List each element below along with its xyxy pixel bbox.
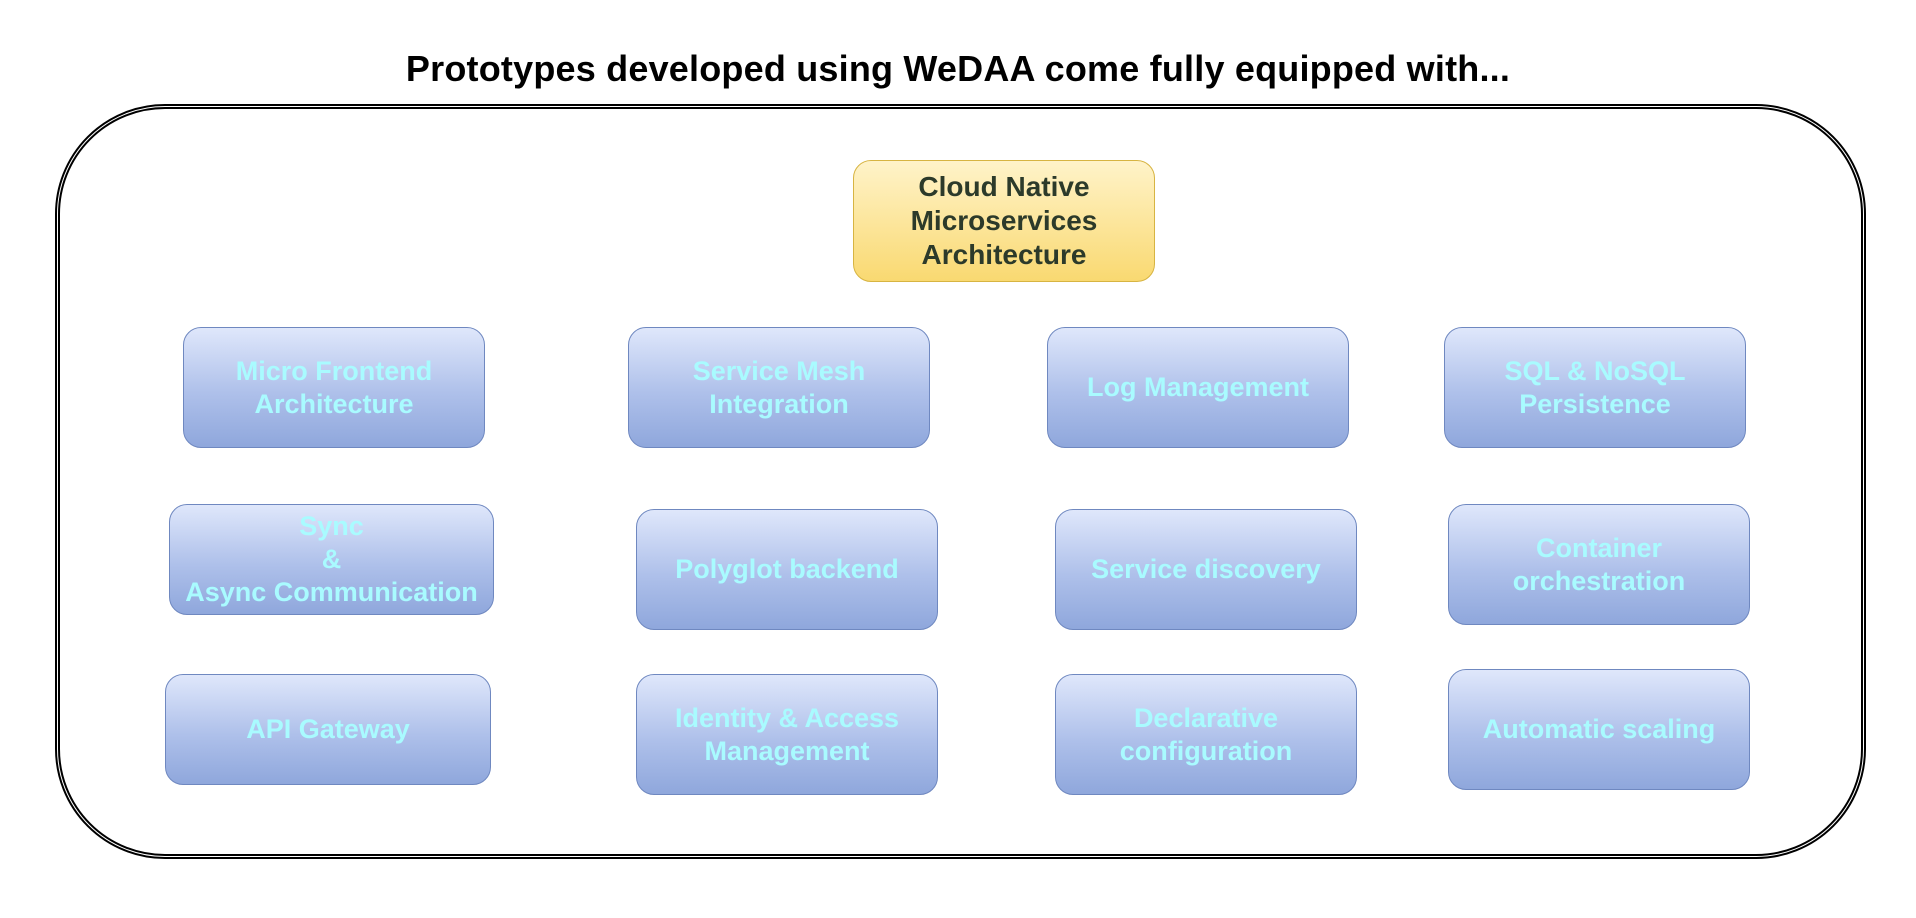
feature-container-orchestration: Container orchestration (1448, 504, 1750, 625)
feature-declarative-configuration: Declarative configuration (1055, 674, 1357, 795)
feature-service-discovery: Service discovery (1055, 509, 1357, 630)
feature-sql-nosql: SQL & NoSQL Persistence (1444, 327, 1746, 448)
diagram-title: Prototypes developed using WeDAA come fu… (405, 48, 1511, 89)
feature-log-management: Log Management (1047, 327, 1349, 448)
outer-frame (55, 104, 1866, 859)
feature-micro-frontend: Micro Frontend Architecture (183, 327, 485, 448)
feature-automatic-scaling: Automatic scaling (1448, 669, 1750, 790)
feature-polyglot-backend: Polyglot backend (636, 509, 938, 630)
core-architecture-box: Cloud Native Microservices Architecture (853, 160, 1155, 282)
feature-service-mesh: Service Mesh Integration (628, 327, 930, 448)
feature-identity-access: Identity & Access Management (636, 674, 938, 795)
feature-sync-async: Sync & Async Communication (169, 504, 494, 615)
feature-api-gateway: API Gateway (165, 674, 491, 785)
